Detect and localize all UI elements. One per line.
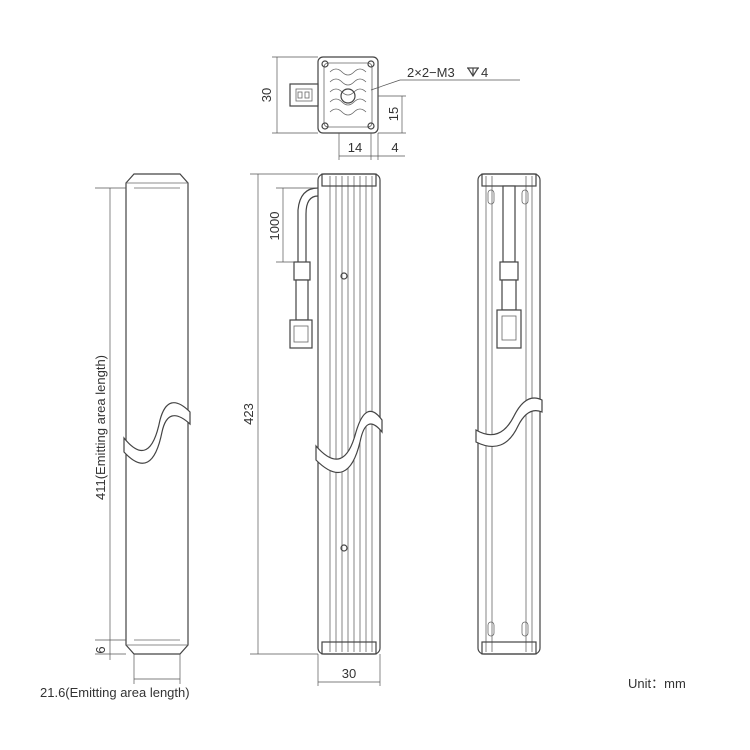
dim-hole-x: 14 [348, 140, 362, 155]
mount-hole-icon [367, 122, 375, 130]
screw-icon [340, 272, 348, 280]
end-cap-bottom [321, 641, 377, 655]
connector-plug [289, 319, 313, 349]
break-symbol [315, 410, 383, 473]
thread-callout: 2×2−M3 [407, 65, 455, 80]
cable-gland [293, 261, 311, 281]
heatsink-pattern [329, 68, 367, 76]
slot-icon [487, 189, 495, 205]
dim-cable-length: 1000 [267, 212, 282, 241]
mount-hole-icon [367, 60, 375, 68]
dim-emitting-length: 411(Emitting area length) [93, 355, 108, 500]
top-view: 30 2×2−M3 4 15 14 4 [259, 56, 520, 160]
screw-icon [340, 544, 348, 552]
dim-end-margin: 6 [93, 646, 108, 653]
slot-icon [521, 621, 529, 637]
mount-hole-icon [321, 122, 329, 130]
center-hub [340, 88, 356, 104]
cable [297, 187, 319, 262]
end-cap-top [321, 173, 377, 187]
cable [502, 185, 516, 263]
connector-plug [289, 83, 319, 107]
mount-hole-icon [321, 60, 329, 68]
side-view: 1000 423 30 [241, 173, 383, 686]
break-symbol [123, 402, 191, 464]
end-cap-inner [323, 62, 373, 128]
dim-emitting-width: 21.6(Emitting area length) [40, 685, 190, 700]
dim-hole-edge: 4 [391, 140, 398, 155]
depth-symbol-icon [467, 67, 479, 78]
cable-gland [499, 261, 519, 281]
back-view [475, 173, 543, 655]
dim-body-width: 30 [342, 666, 356, 681]
dim-top-height: 30 [259, 88, 274, 102]
unit-label: Unit：mm [628, 676, 686, 691]
thread-depth: 4 [481, 65, 488, 80]
slot-icon [487, 621, 495, 637]
front-view: 411(Emitting area length) 6 21.6(Emittin… [40, 173, 191, 700]
break-symbol [475, 397, 543, 447]
dim-total-length: 423 [241, 403, 256, 425]
slot-icon [521, 189, 529, 205]
dim-hole-offset: 15 [386, 107, 401, 121]
